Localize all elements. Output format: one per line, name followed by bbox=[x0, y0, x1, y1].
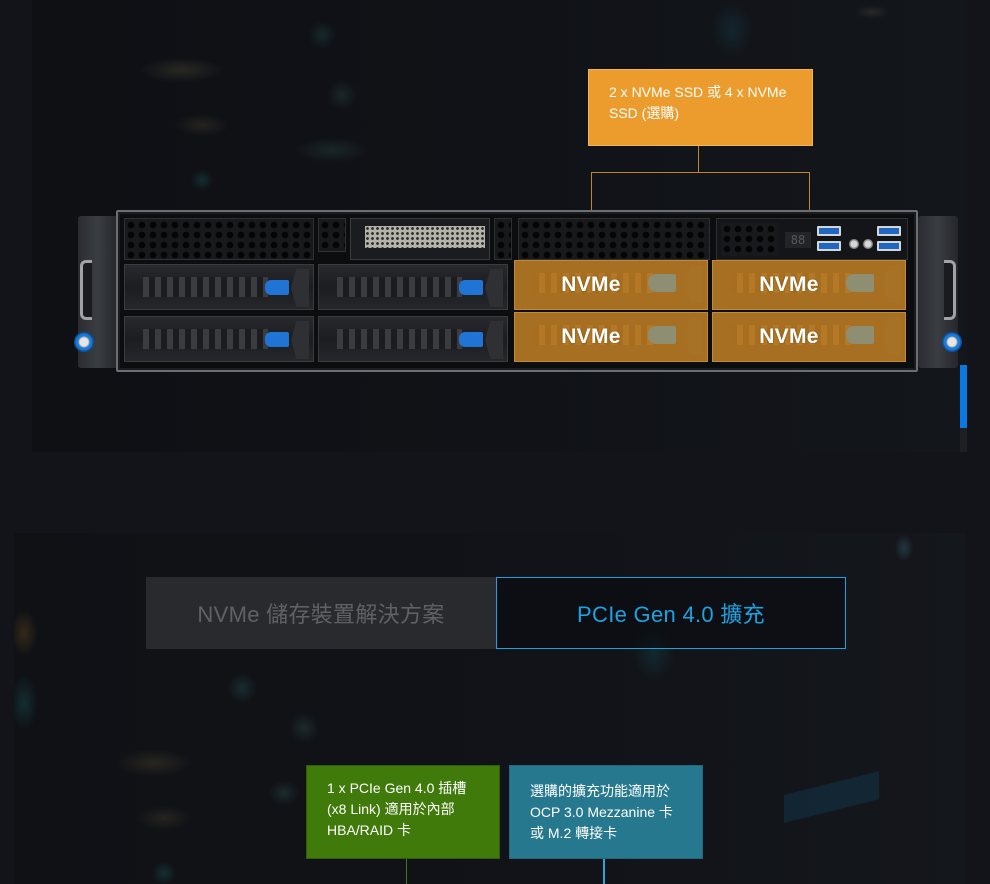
drive-latch-icon bbox=[265, 332, 289, 347]
tab-pcie-expansion[interactable]: PCIe Gen 4.0 擴充 bbox=[496, 577, 846, 649]
drive-latch-icon bbox=[648, 274, 676, 292]
drive-bay bbox=[124, 264, 314, 310]
drive-grip bbox=[731, 273, 856, 293]
drive-bay-end bbox=[685, 265, 703, 303]
drive-grip bbox=[337, 277, 462, 297]
thumbscrew-icon bbox=[942, 332, 962, 352]
ocp-callout: 選購的擴充功能適用於 OCP 3.0 Mezzanine 卡或 M.2 轉接卡 bbox=[509, 765, 703, 859]
drive-bay-end bbox=[291, 321, 309, 359]
drive-grip bbox=[143, 277, 268, 297]
tab-label: NVMe 儲存裝置解決方案 bbox=[197, 602, 445, 627]
nvme-bay: NVMe bbox=[514, 312, 708, 362]
drive-bay-end bbox=[883, 265, 901, 303]
callout-connector-line bbox=[591, 172, 810, 173]
power-button bbox=[849, 239, 859, 249]
drive-bay-end bbox=[291, 269, 309, 307]
usb-port-icon bbox=[877, 241, 901, 251]
vent-mesh bbox=[124, 218, 314, 260]
vent-mesh bbox=[318, 218, 346, 252]
vent-mesh bbox=[494, 218, 512, 260]
server-chassis: 88 NVMe NVMe bbox=[116, 210, 918, 372]
pcie-slot-callout-text: 1 x PCIe Gen 4.0 插槽 (x8 Link) 適用於內部 HBA/… bbox=[327, 780, 467, 838]
tab-nvme-storage[interactable]: NVMe 儲存裝置解決方案 bbox=[146, 577, 496, 649]
usb-port-icon bbox=[817, 241, 841, 251]
drive-grip bbox=[143, 329, 268, 349]
nvme-bay: NVMe bbox=[712, 260, 906, 310]
server-front-panel: 88 NVMe NVMe bbox=[74, 210, 962, 375]
nvme-bay: NVMe bbox=[712, 312, 906, 362]
drive-grip bbox=[337, 329, 462, 349]
nvme-callout-text: 2 x NVMe SSD 或 4 x NVMe SSD (選購) bbox=[609, 84, 787, 121]
reset-button bbox=[863, 239, 873, 249]
drive-bay-end bbox=[485, 321, 503, 359]
nvme-callout: 2 x NVMe SSD 或 4 x NVMe SSD (選購) bbox=[588, 69, 813, 146]
ocp-callout-text: 選購的擴充功能適用於 OCP 3.0 Mezzanine 卡或 M.2 轉接卡 bbox=[530, 783, 673, 841]
nvme-bay-label: NVMe bbox=[759, 273, 819, 296]
drive-bay-end bbox=[883, 317, 901, 355]
rack-ear-left bbox=[74, 216, 118, 368]
led-display: 88 bbox=[785, 232, 811, 248]
drive-grip bbox=[533, 273, 658, 293]
callout-connector-line bbox=[698, 146, 699, 173]
usb-port-icon bbox=[817, 226, 841, 236]
drive-bay-end bbox=[485, 269, 503, 307]
drive-bay-end bbox=[685, 317, 703, 355]
drive-latch-icon bbox=[265, 280, 289, 295]
scrollbar-track[interactable] bbox=[960, 365, 967, 452]
drive-grip bbox=[533, 325, 658, 345]
drive-bay bbox=[318, 316, 508, 362]
thumbscrew-icon bbox=[74, 332, 94, 352]
rack-ear-right bbox=[918, 216, 962, 368]
callout-connector-line bbox=[406, 859, 407, 884]
callout-connector-line bbox=[603, 859, 605, 884]
drive-bay bbox=[318, 264, 508, 310]
pcie-slot-cover bbox=[350, 218, 490, 260]
background-glow bbox=[784, 771, 879, 823]
nvme-bay: NVMe bbox=[514, 260, 708, 310]
drive-latch-icon bbox=[846, 274, 874, 292]
vent-mesh bbox=[518, 218, 710, 260]
scrollbar-thumb[interactable] bbox=[960, 365, 967, 428]
drive-bay bbox=[124, 316, 314, 362]
drive-latch-icon bbox=[648, 326, 676, 344]
drive-grip bbox=[731, 325, 856, 345]
rack-handle-icon bbox=[80, 260, 92, 320]
drive-latch-icon bbox=[459, 280, 483, 295]
nvme-bay-label: NVMe bbox=[561, 273, 621, 296]
vent-mesh bbox=[721, 223, 779, 256]
tab-label: PCIe Gen 4.0 擴充 bbox=[577, 602, 765, 627]
usb-port-icon bbox=[877, 226, 901, 236]
rack-handle-icon bbox=[944, 260, 956, 320]
slot-plate bbox=[365, 226, 485, 248]
drive-latch-icon bbox=[846, 326, 874, 344]
pcie-slot-callout: 1 x PCIe Gen 4.0 插槽 (x8 Link) 適用於內部 HBA/… bbox=[306, 765, 500, 859]
drive-latch-icon bbox=[459, 332, 483, 347]
front-io-panel: 88 bbox=[716, 218, 908, 260]
nvme-bay-label: NVMe bbox=[561, 325, 621, 348]
nvme-bay-label: NVMe bbox=[759, 325, 819, 348]
